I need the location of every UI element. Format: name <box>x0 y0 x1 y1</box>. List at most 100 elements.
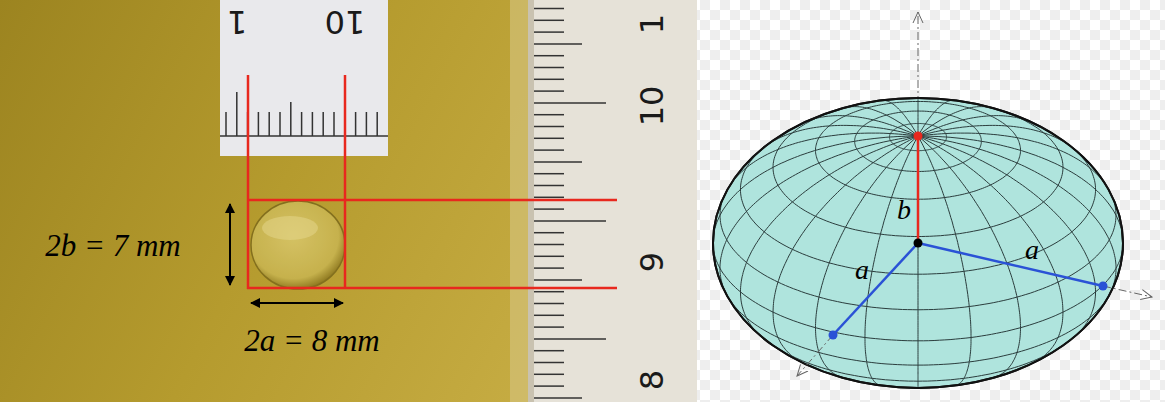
ruler-tick <box>534 397 582 399</box>
ruler-tick <box>534 43 582 45</box>
ruler-number: 9 <box>636 252 668 272</box>
ruler-tick <box>534 244 564 246</box>
ruler-ticks <box>534 9 606 398</box>
axis-x <box>797 335 833 376</box>
ruler-tick <box>322 112 324 136</box>
ruler-tick <box>279 112 281 136</box>
grid-line <box>882 100 918 136</box>
ruler-tick <box>534 350 564 352</box>
ruler-tick <box>236 92 238 136</box>
ruler-tick <box>290 102 292 136</box>
ruler-tick <box>312 112 314 136</box>
grid-line <box>918 133 1108 188</box>
grid-line <box>918 136 1123 241</box>
dimension-label: 2a = 8 mm <box>244 325 379 356</box>
ruler-tick <box>534 303 564 305</box>
ruler-tick <box>534 173 564 175</box>
grid-line <box>918 98 919 136</box>
photo-background <box>0 0 697 402</box>
grid-line <box>804 116 918 136</box>
ellipsoid-grid <box>713 98 1123 388</box>
ruler-tick <box>301 112 303 136</box>
measure-lines <box>247 75 617 289</box>
droplet-highlight <box>262 216 318 240</box>
axis-point <box>829 331 838 340</box>
ellipsoid <box>713 98 1123 388</box>
ruler-tick <box>534 374 564 376</box>
grid-line <box>918 125 1073 148</box>
ruler-tick <box>534 79 564 81</box>
ruler-tick <box>534 256 564 258</box>
ruler-tick <box>534 90 564 92</box>
transparent-background <box>697 0 1165 402</box>
grid-line <box>763 125 918 148</box>
grid-line <box>918 100 954 136</box>
ruler-tick <box>534 149 564 151</box>
ellipsoid-outline <box>713 98 1123 388</box>
semi-axis-b <box>917 136 920 243</box>
ruler-tick <box>534 208 564 210</box>
grid-line <box>713 136 918 243</box>
ruler-tick <box>534 362 564 364</box>
ruler-tick <box>534 138 564 140</box>
grid-line <box>741 136 919 337</box>
axis-y <box>1103 286 1152 297</box>
ruler-tick <box>534 161 582 163</box>
axis-label: b <box>897 196 911 224</box>
semi-axis-a <box>918 243 1103 286</box>
ruler-tick <box>366 112 368 136</box>
grid-line <box>918 107 992 136</box>
dimension-arrows <box>230 204 343 303</box>
ruler-tick <box>534 338 606 340</box>
axis-z <box>918 12 919 136</box>
ruler-tick <box>534 126 564 128</box>
ruler-number: 1 <box>636 14 668 34</box>
ruler-number: 1 <box>227 6 247 38</box>
grid-line <box>918 136 1063 363</box>
top-ruler <box>220 0 388 156</box>
ruler-tick <box>534 55 564 57</box>
ruler-tick <box>258 112 260 136</box>
ruler-tick <box>534 291 564 293</box>
ruler-baseline <box>220 135 388 137</box>
ruler-ticks <box>220 92 388 136</box>
ruler-tick <box>534 279 582 281</box>
ruler-tick <box>534 31 564 33</box>
ruler-tick <box>268 112 270 136</box>
axis-point <box>1099 282 1108 291</box>
ruler-tick <box>534 267 564 269</box>
grid-line <box>729 133 919 188</box>
ruler-tick <box>333 112 335 136</box>
ruler-tick <box>376 112 378 136</box>
pole-point <box>914 132 923 141</box>
grid-line <box>865 136 918 386</box>
ruler-number: 10 <box>636 86 668 127</box>
axis-label: a <box>1025 236 1039 264</box>
semi-axis-a <box>833 243 918 335</box>
ruler-tick <box>534 385 564 387</box>
ruler-tick <box>534 220 606 222</box>
grid-line <box>918 136 1096 337</box>
center-point <box>914 239 923 248</box>
ruler-tick <box>355 112 357 136</box>
dimension-label: 2b = 7 mm <box>45 230 180 261</box>
grid-line <box>918 136 1021 378</box>
ruler-tick <box>534 197 564 199</box>
ruler-tick <box>534 185 564 187</box>
ruler-tick <box>534 326 564 328</box>
ruler-number: 10 <box>325 6 366 38</box>
droplet <box>251 201 345 289</box>
ruler-tick <box>534 315 564 317</box>
grid-line <box>844 107 918 136</box>
grid-line <box>816 136 919 378</box>
ruler-tick <box>534 20 564 22</box>
ruler-tick <box>534 232 564 234</box>
ruler-tick <box>534 102 606 104</box>
axis-label: a <box>855 256 869 284</box>
ruler-tick <box>225 112 227 136</box>
grid-line <box>918 136 919 388</box>
ruler-tick <box>534 114 564 116</box>
grid-line <box>773 136 918 363</box>
ruler-tick <box>534 8 564 10</box>
